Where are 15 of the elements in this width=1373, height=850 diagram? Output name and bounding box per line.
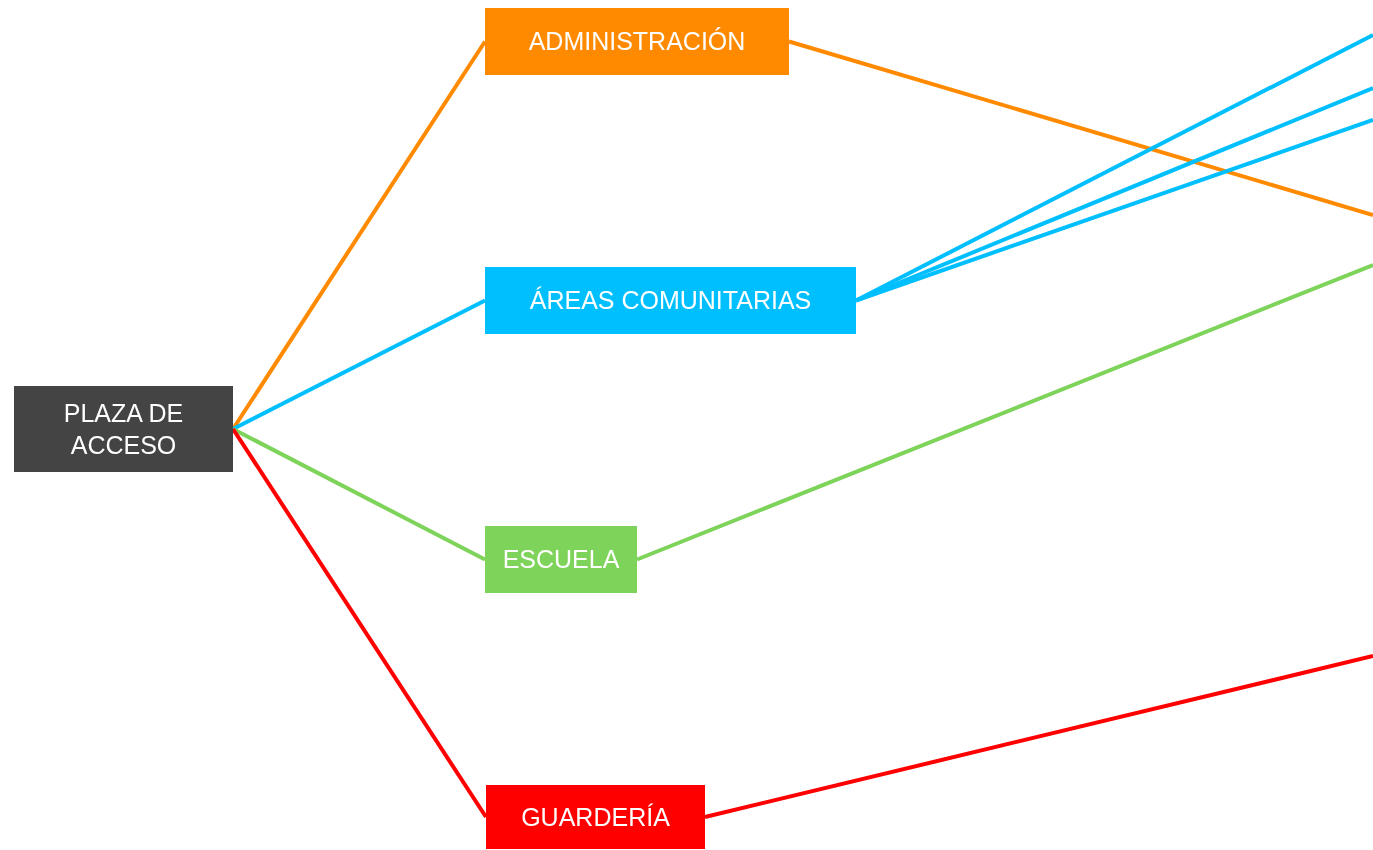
node-label: ÁREAS COMUNITARIAS <box>529 285 812 317</box>
process-box <box>14 386 233 472</box>
connector-line <box>636 263 1373 562</box>
node-label: GUARDERÍA <box>521 801 670 833</box>
process-box <box>485 526 637 593</box>
process-box <box>486 785 705 849</box>
connector-line <box>232 298 486 431</box>
connector-line <box>788 39 1373 217</box>
connector-line <box>704 654 1373 819</box>
process-box <box>485 8 789 75</box>
process-box <box>485 267 856 334</box>
connector-line <box>232 427 486 562</box>
node-label: ADMINISTRACIÓN <box>528 26 746 58</box>
node-label: ESCUELA <box>502 544 620 576</box>
node-label: PLAZA DE ACCESO <box>62 397 185 461</box>
